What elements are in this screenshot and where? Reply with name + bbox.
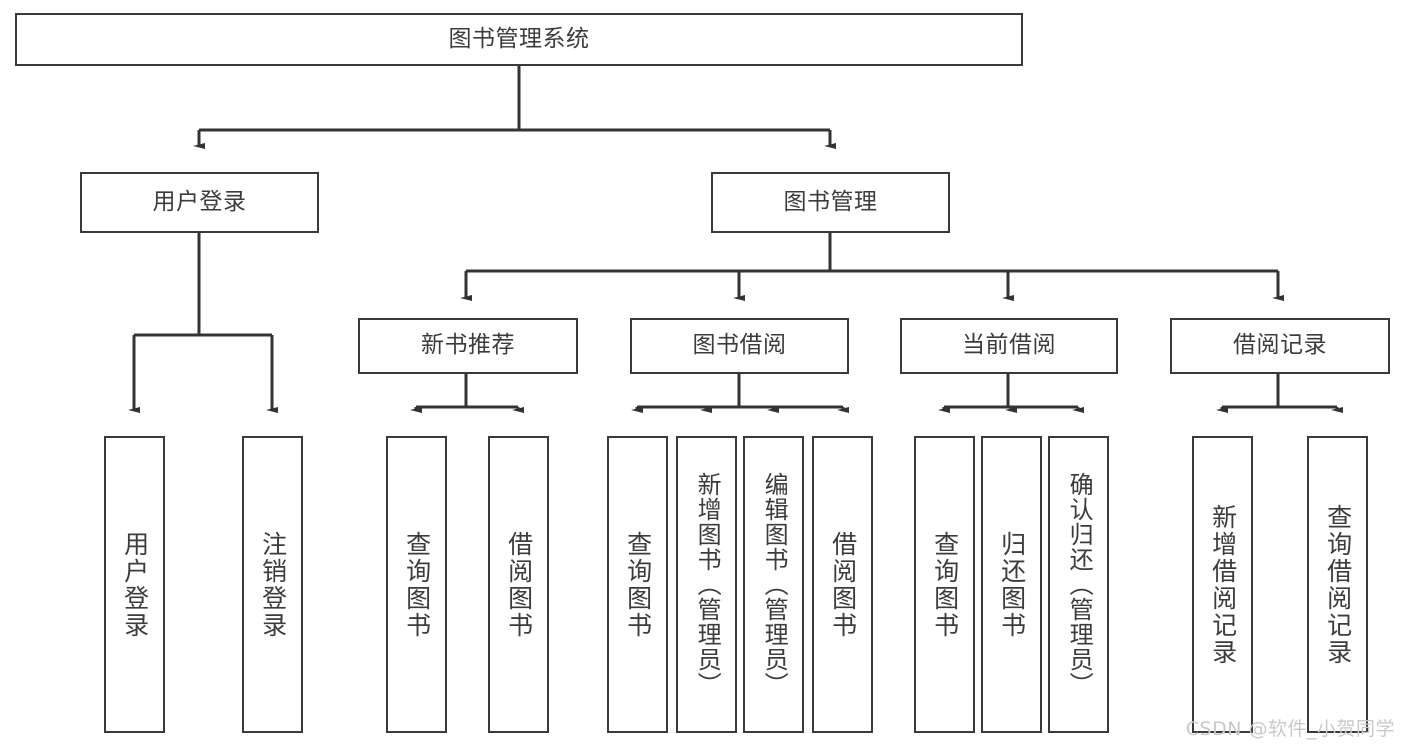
- node-borrow-record[interactable]: 借阅记录: [1170, 318, 1390, 374]
- node-leaf-add-borrow-record[interactable]: 新增借阅记录: [1192, 436, 1253, 733]
- node-leaf-borrow-book-1[interactable]: 借阅图书: [488, 436, 549, 733]
- node-label: 图书借阅: [692, 332, 787, 359]
- node-leaf-return-book[interactable]: 归还图书: [981, 436, 1042, 733]
- node-label: 借阅记录: [1233, 332, 1327, 359]
- node-label: 用户登录: [120, 530, 150, 639]
- node-label: 新增图书（管理员）: [693, 472, 722, 697]
- watermark-text: CSDN @软件_小贺同学: [1185, 718, 1395, 740]
- node-label: 借阅图书: [504, 530, 534, 639]
- node-label: 注销登录: [258, 530, 288, 639]
- node-label: 用户登录: [152, 188, 247, 215]
- node-label: 图书管理系统: [448, 25, 590, 52]
- node-label: 查询图书: [623, 530, 653, 639]
- node-label: 查询图书: [402, 530, 432, 639]
- node-leaf-query-book-3[interactable]: 查询图书: [914, 436, 975, 733]
- node-leaf-edit-book-admin[interactable]: 编辑图书（管理员）: [743, 436, 804, 733]
- node-label: 查询借阅记录: [1323, 503, 1353, 666]
- node-user-login[interactable]: 用户登录: [80, 172, 319, 233]
- node-leaf-user-login[interactable]: 用户登录: [104, 436, 165, 733]
- node-label: 归还图书: [997, 530, 1027, 639]
- node-leaf-query-book-1[interactable]: 查询图书: [386, 436, 447, 733]
- node-label: 新增借阅记录: [1208, 503, 1238, 666]
- node-label: 当前借阅: [962, 332, 1056, 359]
- node-new-book-recommend[interactable]: 新书推荐: [358, 318, 578, 374]
- node-leaf-borrow-book-2[interactable]: 借阅图书: [812, 436, 873, 733]
- node-leaf-query-book-2[interactable]: 查询图书: [607, 436, 668, 733]
- node-label: 借阅图书: [828, 530, 858, 639]
- node-label: 新书推荐: [421, 332, 515, 359]
- node-leaf-logout-login[interactable]: 注销登录: [242, 436, 303, 733]
- node-current-borrow[interactable]: 当前借阅: [900, 318, 1118, 374]
- node-leaf-add-book-admin[interactable]: 新增图书（管理员）: [676, 436, 737, 733]
- node-leaf-confirm-return-admin[interactable]: 确认归还（管理员）: [1048, 436, 1109, 733]
- node-book-management[interactable]: 图书管理: [711, 172, 950, 233]
- node-root-system[interactable]: 图书管理系统: [15, 13, 1023, 66]
- node-label: 确认归还（管理员）: [1065, 472, 1094, 697]
- node-label: 查询图书: [930, 530, 960, 639]
- node-leaf-query-borrow-record[interactable]: 查询借阅记录: [1307, 436, 1368, 733]
- node-label: 图书管理: [783, 188, 878, 215]
- node-label: 编辑图书（管理员）: [760, 472, 789, 697]
- node-book-borrow[interactable]: 图书借阅: [630, 318, 849, 374]
